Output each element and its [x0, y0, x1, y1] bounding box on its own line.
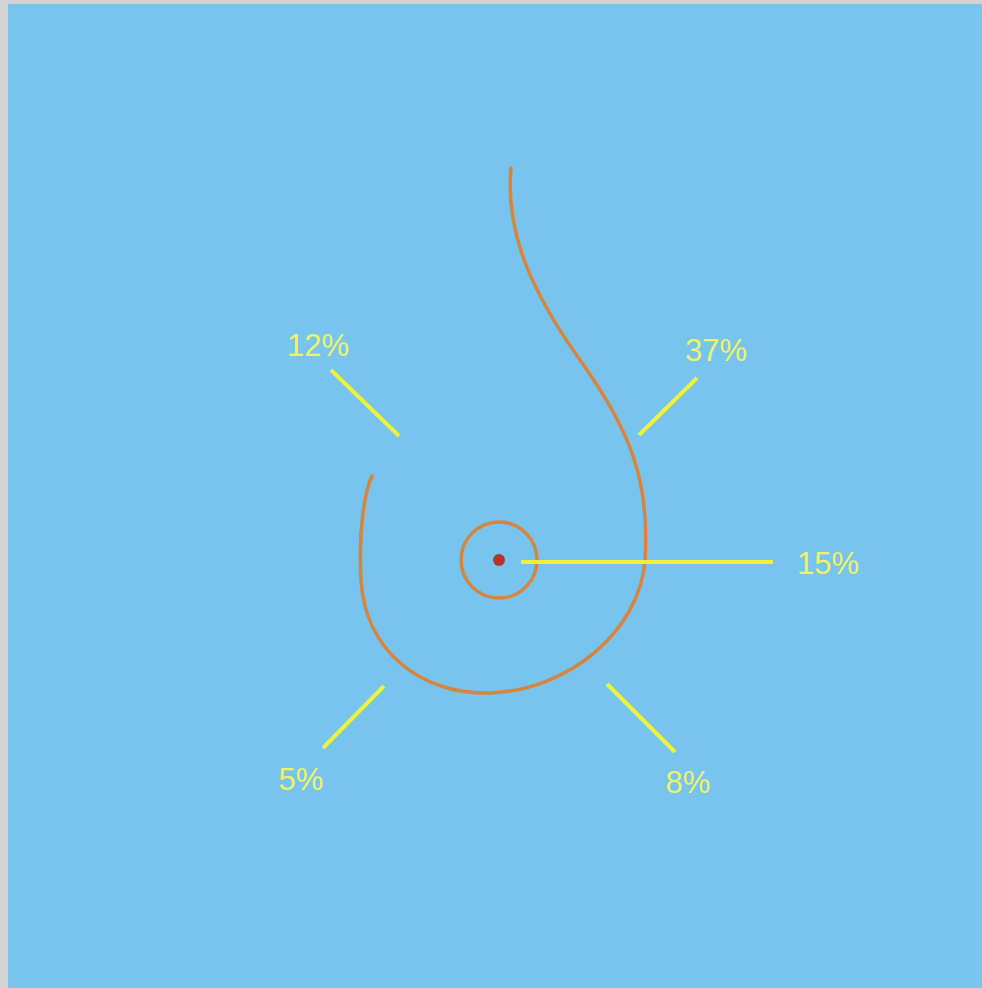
- leader-line: [521, 560, 773, 564]
- leader-line: [323, 686, 384, 748]
- percentage-label: 8%: [666, 767, 711, 798]
- breast-outline: [360, 168, 645, 693]
- percentage-label: 12%: [287, 330, 349, 361]
- leader-line: [639, 378, 697, 435]
- percentage-label: 15%: [797, 548, 859, 579]
- leader-line: [331, 370, 399, 436]
- background-panel: [8, 4, 982, 988]
- percentage-label: 37%: [685, 335, 747, 366]
- percentage-label: 5%: [279, 764, 324, 795]
- leader-line: [607, 684, 675, 752]
- nipple-dot: [493, 554, 505, 566]
